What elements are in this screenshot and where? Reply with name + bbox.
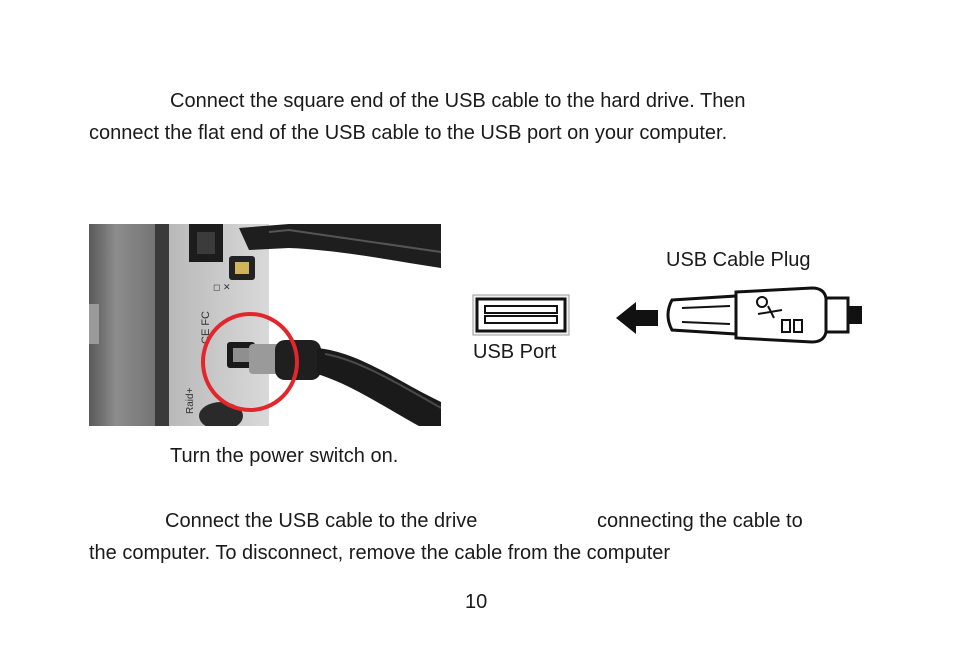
highlight-circle bbox=[201, 312, 299, 412]
step1-line2: connect the flat end of the USB cable to… bbox=[89, 122, 728, 144]
usb-cable-plug-icon bbox=[616, 286, 862, 344]
page-number: 10 bbox=[465, 591, 488, 613]
step3-line1-a: Connect the USB cable to the drive bbox=[165, 510, 478, 532]
usb-port-label: USB Port bbox=[473, 341, 557, 363]
step3-line1-b: connecting the cable to bbox=[597, 510, 803, 532]
usb-port-icon bbox=[472, 294, 570, 336]
svg-text:Raid+: Raid+ bbox=[185, 387, 196, 414]
svg-text:◻ ✕: ◻ ✕ bbox=[213, 282, 231, 292]
step3-line2: the computer. To disconnect, remove the … bbox=[89, 542, 671, 564]
left-arrow-icon bbox=[616, 302, 658, 334]
hard-drive-usb-connection-photo: ◻ ✕ CE FC Raid+ bbox=[89, 224, 441, 426]
step1-line1: Connect the square end of the USB cable … bbox=[170, 90, 746, 112]
usb-cable-plug-label: USB Cable Plug bbox=[666, 249, 811, 271]
step2-text: Turn the power switch on. bbox=[170, 445, 399, 467]
